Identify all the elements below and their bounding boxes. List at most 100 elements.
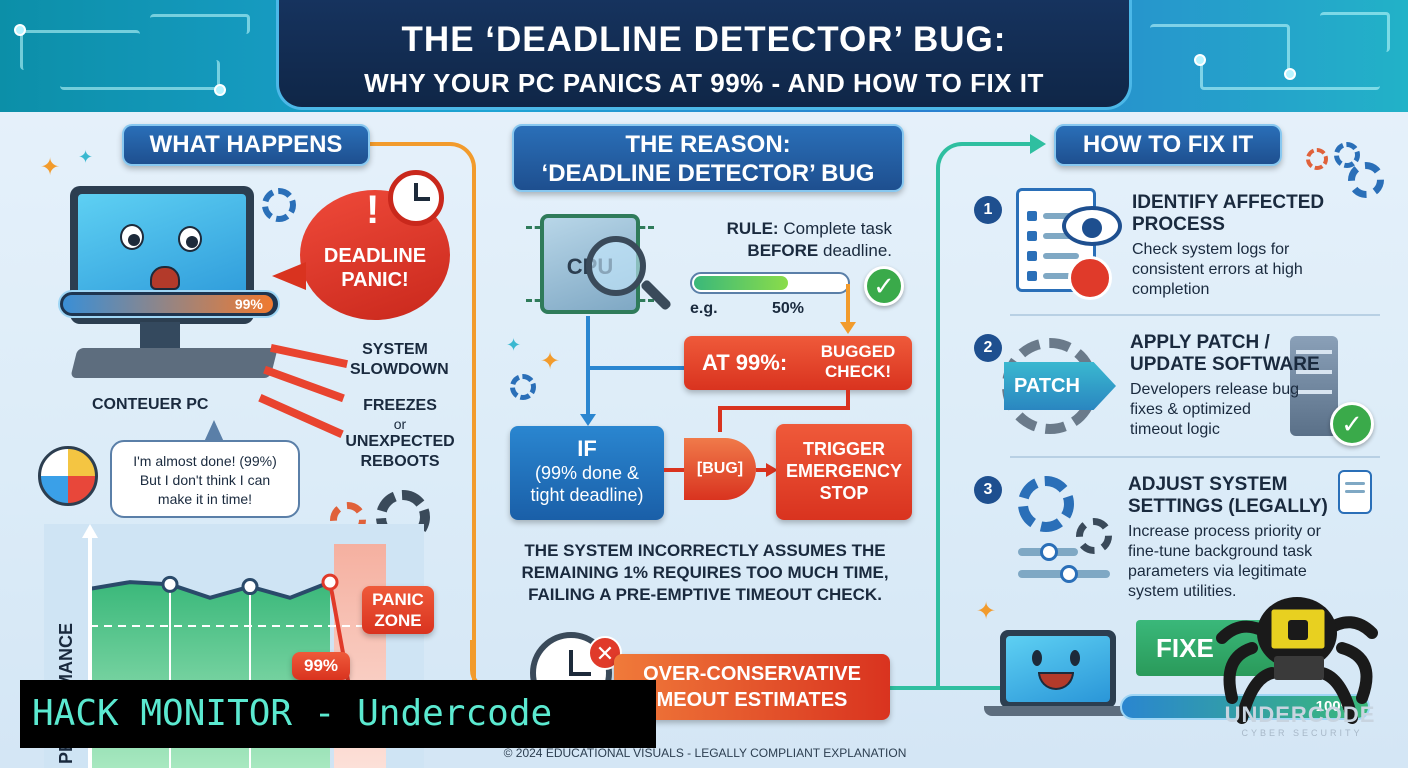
y-axis-arrow-icon [82,524,98,538]
chart-data-point [161,575,179,593]
bug-explanation: THE SYSTEM INCORRECTLY ASSUMES THE REMAI… [521,541,889,604]
connector-line [718,406,850,410]
step-1-number: 1 [974,196,1002,224]
connector-line [846,390,850,410]
trigger-emergency-stop-box: TRIGGER EMERGENCY STOP [776,424,912,520]
page-title: THE ‘DEADLINE DETECTOR’ BUG: [401,20,1007,59]
settings-slider-knob [1040,543,1058,561]
gear-icon [1018,476,1074,532]
pc-speech-bubble: I'm almost done! (99%) But I don't think… [110,440,300,518]
connector-line [664,468,684,472]
chart-data-point [241,578,259,596]
connector-line [756,468,770,472]
effect-freezes-reboots: FREEZES or UNEXPECTED REBOOTS [345,397,455,470]
sparkle-icon: ✦ [976,598,997,625]
page-subtitle: WHY YOUR PC PANICS AT 99% - AND HOW TO F… [364,68,1044,98]
step-2-title: APPLY PATCH / UPDATE SOFTWARE [1130,332,1320,375]
chart-data-point [321,573,339,591]
undercode-watermark: UNDERCODE [1224,702,1376,727]
eye-icon [178,226,202,252]
octopus-mascot-icon [1216,597,1378,724]
bugged-check-box: AT 99%: BUGGED CHECK! [684,336,912,390]
step-divider [1010,314,1380,316]
arrow-right-icon [766,463,778,477]
bug-icon [1068,256,1112,300]
sparkle-icon: ✦ [506,335,522,355]
performance-line [89,580,331,600]
gear-icon [1076,518,1112,554]
patch-arrow-icon: PATCH [1004,362,1116,410]
document-check-icon [1338,470,1372,514]
if-condition-box: IF (99% done & tight deadline) [510,426,664,520]
arrow-down-icon [840,322,856,334]
chart-99-marker: 99% [292,652,350,680]
example-progress-fill [694,276,789,290]
worried-mouth [150,266,180,290]
connector-line [586,316,590,368]
step-3-title: ADJUST SYSTEM SETTINGS (LEGALLY) [1128,474,1328,517]
laptop-screen [1006,636,1110,702]
gear-icon [1334,142,1360,168]
magnifier-icon [586,236,646,296]
flow-arrow-right [1030,134,1046,154]
laptop-base [984,706,1132,716]
deadline-rule: RULE: Complete task BEFORE deadline. [726,219,892,260]
example-progress-bar [690,272,850,294]
gear-icon [1306,148,1328,170]
gear-icon [510,374,536,400]
pc-progress-label: 99% [234,296,263,312]
hack-monitor-banner: HACK MONITOR - Undercode [20,680,656,748]
effect-arrow-icon [270,343,348,369]
step-divider [1010,456,1380,458]
bug-gate-icon: [BUG] [684,438,756,500]
step-2-number: 2 [974,334,1002,362]
check-icon: ✓ [864,266,904,306]
happy-laptop [1000,630,1116,708]
eye-icon [120,224,144,250]
connector-line [586,368,590,416]
clock-icon [388,170,444,226]
section-heading-what-happens: WHAT HAPPENS [122,124,370,166]
gear-icon [1348,162,1384,198]
pc-progress-fill: 99% [63,295,273,313]
effect-arrow-icon [263,365,345,403]
effect-arrow-icon [258,394,344,438]
keyboard-icon [70,348,278,378]
deadline-panic-bubble: ! DEADLINE PANIC! [300,190,450,320]
example-label: e.g. [690,300,718,317]
panic-bubble-tail [272,262,306,290]
settings-slider-knob [1060,565,1078,583]
step-2-description: Developers release bug fixes & optimized… [1130,381,1299,438]
monitor-stand [140,322,180,352]
sparkle-icon: ✦ [540,348,561,375]
panic-zone-label: PANIC ZONE [362,586,434,634]
eye-icon [1062,206,1122,246]
step-1-title: IDENTIFY AFFECTED PROCESS [1132,192,1325,235]
arrow-down-icon [580,414,596,426]
step-3-description: Increase process priority or fine-tune b… [1128,523,1321,600]
over-conservative-box: OVER-CONSERVATIVE MEOUT ESTIMATES [614,654,890,720]
sparkle-icon: ✦ [78,147,94,167]
speech-bubble-tail [204,420,224,442]
title-banner: THE ‘DEADLINE DETECTOR’ BUG: WHY YOUR PC… [276,0,1132,110]
undercode-watermark-subtitle: CYBER SECURITY [1241,728,1363,738]
step-3-number: 3 [974,476,1002,504]
pc-progress-bar: 99% [58,290,280,318]
effect-system-slowdown: SYSTEM SLOWDOWN [350,341,449,378]
sparkle-icon: ✦ [40,154,61,181]
gear-icon [262,188,296,222]
check-icon: ✓ [1330,402,1374,446]
section-heading-how-to-fix: HOW TO FIX IT [1054,124,1282,166]
step-1-description: Check system logs for consistent errors … [1132,241,1303,298]
connector-line [586,366,686,370]
connector-line [718,406,722,432]
footer-copyright: © 2024 EDUCATIONAL VISUALS - LEGALLY COM… [503,746,907,760]
section-heading-reason: THE REASON: ‘DEADLINE DETECTOR’ BUG [512,124,904,192]
pc-label: CONTEUER PC [92,396,209,413]
connector-line [846,284,850,324]
example-value: 50% [772,300,805,317]
flow-line-right-rise [936,142,1036,690]
exclamation-icon: ! [366,188,380,232]
beach-ball-icon [38,446,98,506]
flow-line-left [370,142,476,682]
